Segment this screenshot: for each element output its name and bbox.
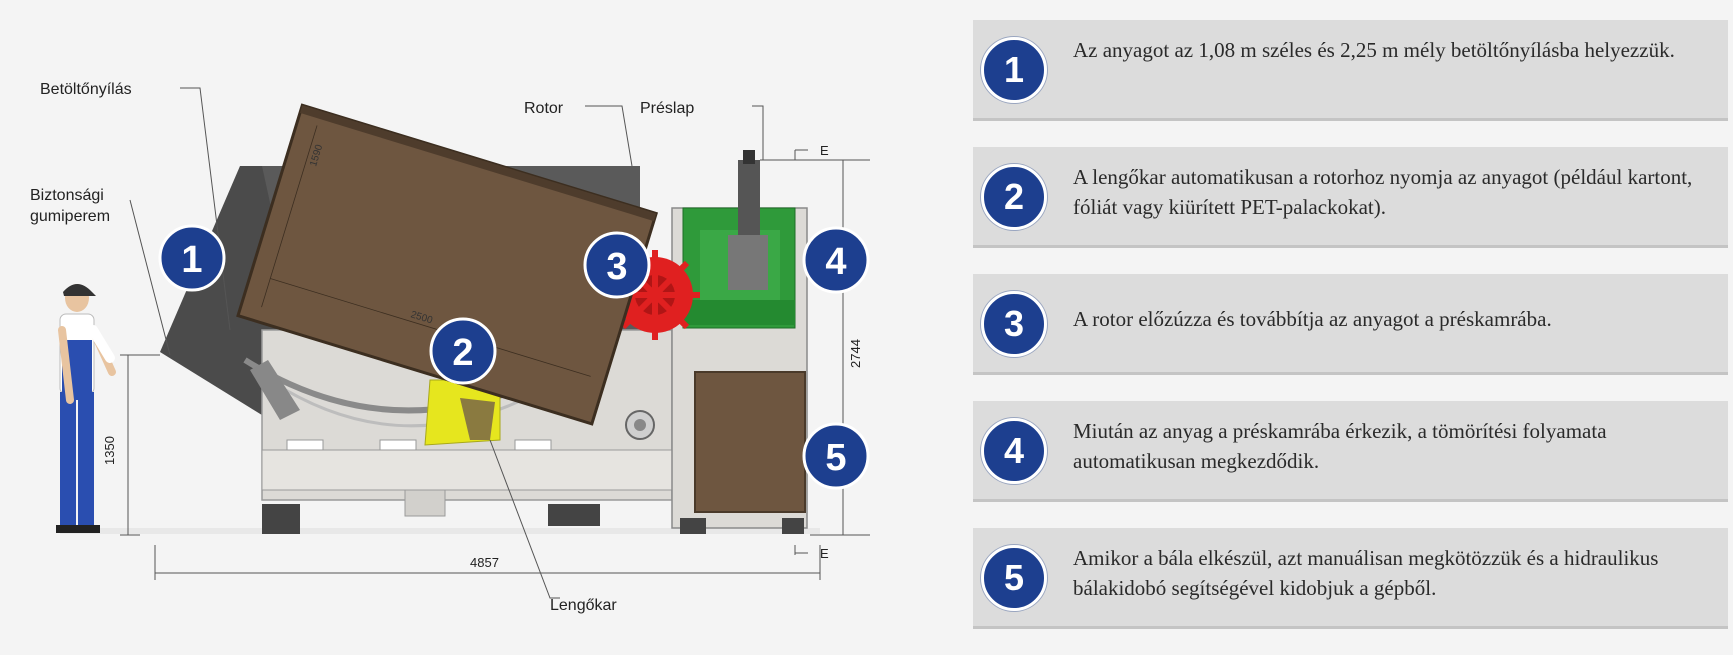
step-1: 1 Az anyagot az 1,08 m széles és 2,25 m … bbox=[973, 20, 1728, 121]
step-3: 3 A rotor előzúzza és továbbítja az anya… bbox=[973, 274, 1728, 375]
step-text: Amikor a bála elkészül, azt manuálisan m… bbox=[1073, 546, 1659, 600]
step-text: Miután az anyag a préskamrába érkezik, a… bbox=[1073, 419, 1607, 473]
step-badge: 5 bbox=[981, 545, 1047, 611]
marker-5: 5 bbox=[802, 422, 870, 490]
label-press-plate: Préslap bbox=[640, 100, 694, 117]
svg-text:2: 2 bbox=[452, 332, 473, 374]
label-swing-arm: Lengőkar bbox=[550, 597, 617, 614]
label-section-bottom: E bbox=[820, 546, 829, 561]
svg-text:4: 4 bbox=[825, 241, 846, 283]
step-text: A rotor előzúzza és továbbítja az anyago… bbox=[1073, 307, 1552, 331]
dim-length: 4857 bbox=[470, 555, 499, 570]
label-rotor: Rotor bbox=[524, 100, 564, 117]
material-box: 2500 1590 bbox=[236, 103, 659, 426]
step-badge: 2 bbox=[981, 164, 1047, 230]
dim-total-height: 2744 bbox=[848, 339, 863, 368]
baler-diagram: 2500 1590 Be bbox=[30, 81, 870, 614]
step-badge: 1 bbox=[981, 37, 1047, 103]
step-5: 5 Amikor a bála elkészül, azt manuálisan… bbox=[973, 528, 1728, 629]
marker-4: 4 bbox=[802, 226, 870, 294]
label-edge-2: gumiperem bbox=[30, 208, 110, 225]
marker-2: 2 bbox=[429, 317, 497, 385]
steps-list: 1 Az anyagot az 1,08 m széles és 2,25 m … bbox=[973, 20, 1728, 655]
press-section bbox=[671, 150, 808, 534]
svg-text:1: 1 bbox=[181, 239, 202, 281]
operator-figure bbox=[56, 284, 116, 533]
label-inlet: Betöltőnyílás bbox=[40, 81, 132, 98]
step-text: Az anyagot az 1,08 m széles és 2,25 m mé… bbox=[1073, 38, 1675, 62]
marker-3: 3 bbox=[583, 231, 651, 299]
svg-text:5: 5 bbox=[825, 437, 846, 479]
step-badge: 4 bbox=[981, 418, 1047, 484]
step-badge: 3 bbox=[981, 291, 1047, 357]
marker-1: 1 bbox=[158, 224, 226, 292]
label-edge-1: Biztonsági bbox=[30, 187, 104, 204]
svg-text:3: 3 bbox=[606, 246, 627, 288]
step-2: 2 A lengőkar automatikusan a rotorhoz ny… bbox=[973, 147, 1728, 248]
label-section-top: E bbox=[820, 143, 829, 158]
step-text: A lengőkar automatikusan a rotorhoz nyom… bbox=[1073, 165, 1693, 219]
step-4: 4 Miután az anyag a préskamrába érkezik,… bbox=[973, 401, 1728, 502]
dim-inlet-height: 1350 bbox=[102, 436, 117, 465]
